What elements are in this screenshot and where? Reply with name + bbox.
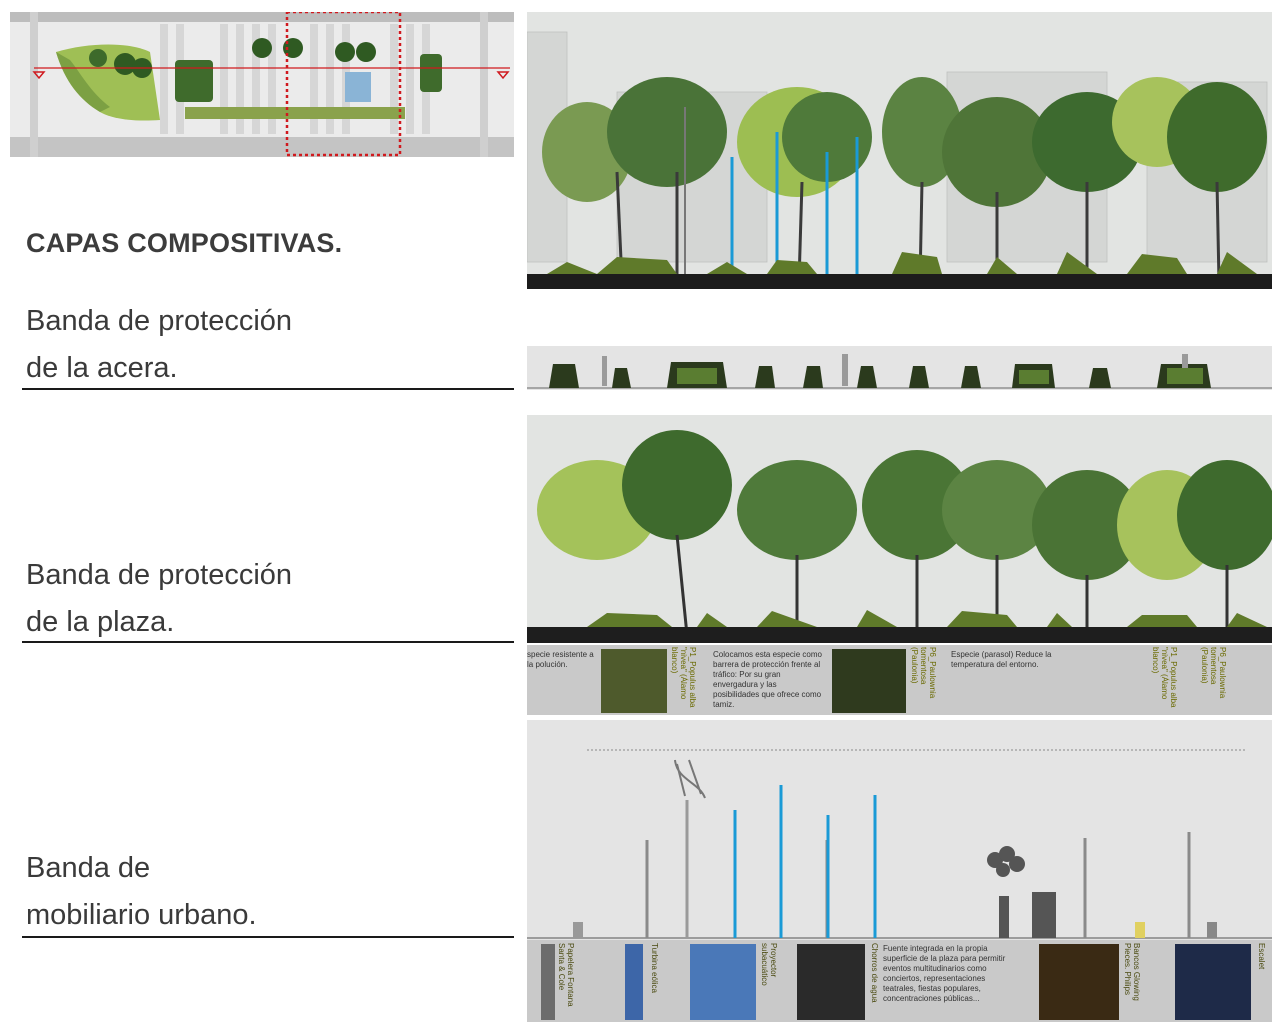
furniture-label: Bancos Glowing Pieces. Philips	[1123, 943, 1141, 1001]
balloon-figure-icon	[987, 846, 1056, 938]
section-sidewalk-band	[527, 346, 1272, 390]
bench-photo-thumbnail	[1039, 944, 1119, 1020]
divider-rule	[22, 641, 514, 643]
furniture-label: Papelera Fontana Santa & Cole	[557, 943, 575, 1007]
tree-photo-thumbnail	[601, 649, 667, 713]
furniture-label: Escalet	[1257, 943, 1266, 970]
furniture-caption-strip: Papelera Fontana Santa & Cole Turbina eó…	[527, 940, 1272, 1022]
furniture-label: Turbina eólica	[650, 943, 659, 993]
species-label: P6_Paulownia tomentosa (Paulonia)	[1200, 647, 1227, 699]
caption-text: specie resistente a la polución.	[527, 650, 594, 669]
band-label-line2: mobiliario urbano.	[26, 899, 257, 931]
site-plan	[10, 12, 514, 157]
site-plan-drawing	[10, 12, 514, 157]
section-full-render	[527, 12, 1272, 289]
page-heading: CAPAS COMPOSITIVAS.	[26, 228, 343, 258]
divider-rule	[22, 936, 514, 938]
caption-text: Colocamos esta especie como barrera de p…	[713, 650, 822, 709]
furniture-label: Proyector subacuático	[760, 943, 778, 986]
band-label-mobiliario: Banda de mobiliario urbano.	[26, 845, 257, 939]
bin-photo-thumbnail	[541, 944, 555, 1020]
species-label: P1_Populus alba "nivea" (Álamo blanco)	[670, 647, 697, 708]
band-label-plaza: Banda de protección de la plaza.	[26, 552, 292, 646]
caption-text: Especie (parasol) Reduce la temperatura …	[951, 650, 1052, 669]
fountain-photo-thumbnail	[797, 944, 865, 1020]
band-label-line2: de la acera.	[26, 352, 178, 384]
species-label: P6_Paulownia tomentosa (Paulonia)	[910, 647, 937, 699]
turbine-photo-thumbnail	[625, 944, 643, 1020]
band-label-line1: Banda de protección	[26, 305, 293, 337]
band-label-line2: de la plaza.	[26, 606, 175, 638]
seat-photo-thumbnail	[1175, 944, 1251, 1020]
furniture-label: Chorros de agua	[870, 943, 879, 1003]
tree-photo-thumbnail	[832, 649, 906, 713]
divider-rule	[22, 388, 514, 390]
section-marker-icon	[32, 71, 46, 80]
band-label-acera: Banda de protección de la acera.	[26, 298, 292, 392]
band-label-line1: Banda de protección	[26, 559, 293, 591]
species-caption-strip: specie resistente a la polución. P1_Popu…	[527, 645, 1272, 715]
projector-photo-thumbnail	[690, 944, 756, 1020]
section-plaza-band	[527, 415, 1272, 643]
species-label: P1_Populus alba "nivea" (Álamo blanco)	[1151, 647, 1178, 708]
band-label-line1: Banda de	[26, 852, 151, 884]
wind-turbine-icon	[674, 759, 706, 938]
caption-text: Fuente integrada en la propia superficie…	[883, 944, 1006, 1003]
section-furniture-band	[527, 720, 1272, 940]
